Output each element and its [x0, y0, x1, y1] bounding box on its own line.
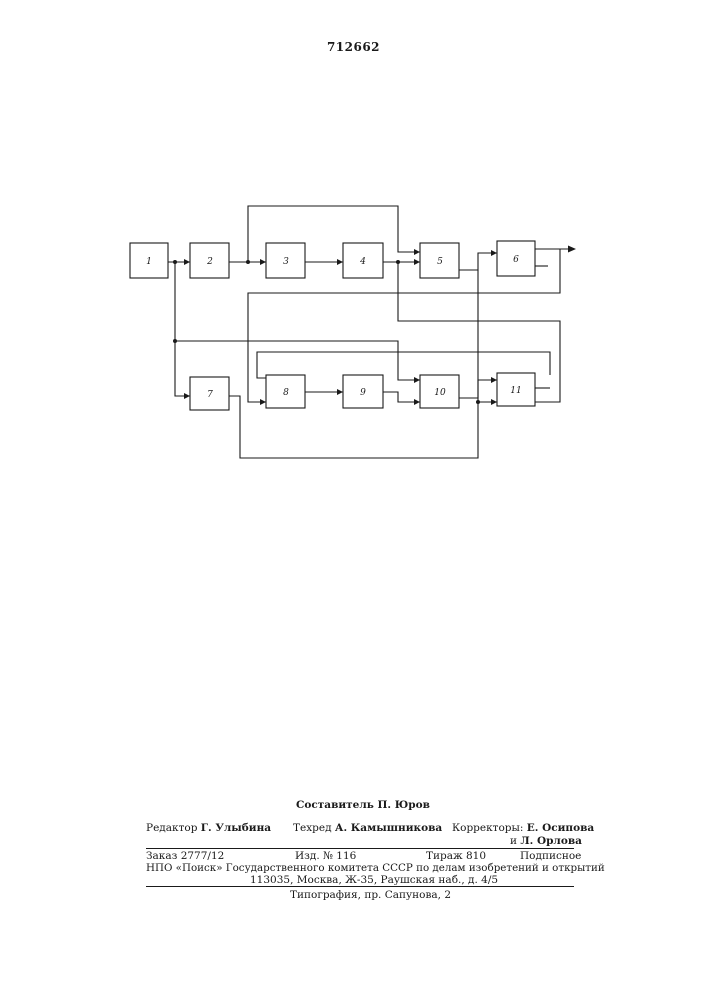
- edition-number: Изд. № 116: [295, 850, 356, 862]
- svg-text:11: 11: [510, 386, 521, 396]
- block-diagram: 1 2 3 4 5 6 7 8 9 10 11: [0, 0, 707, 520]
- svg-text:5: 5: [437, 257, 443, 267]
- techred-name: А. Камышникова: [335, 822, 442, 834]
- order-number: Заказ 2777/12: [146, 850, 224, 862]
- editor-line: Редактор Г. Улыбина: [146, 822, 271, 834]
- correctors-label: Корректоры:: [452, 822, 523, 834]
- svg-text:2: 2: [206, 257, 213, 267]
- svg-text:3: 3: [283, 257, 289, 267]
- block-1: 1: [130, 243, 168, 278]
- techred-label: Техред: [293, 822, 332, 834]
- svg-text:7: 7: [207, 390, 213, 400]
- compiler-line: Составитель П. Юров: [296, 799, 430, 811]
- correctors-line: Корректоры: Е. Осипова: [452, 822, 594, 834]
- svg-text:1: 1: [146, 257, 152, 267]
- block-5: 5: [420, 243, 459, 278]
- block-7: 7: [190, 377, 229, 410]
- printer-line: Типография, пр. Сапунова, 2: [290, 889, 451, 901]
- editor-name: Г. Улыбина: [201, 822, 271, 834]
- block-6: 6: [497, 241, 535, 276]
- svg-text:8: 8: [283, 388, 289, 398]
- techred-line: Техред А. Камышникова: [293, 822, 442, 834]
- block-2: 2: [190, 243, 229, 278]
- block-9: 9: [343, 375, 383, 408]
- corrector-1: Е. Осипова: [527, 822, 594, 834]
- circulation: Тираж 810: [426, 850, 486, 862]
- block-3: 3: [266, 243, 305, 278]
- organization-line: НПО «Поиск» Государственного комитета СС…: [146, 862, 605, 874]
- svg-text:10: 10: [434, 388, 446, 398]
- subscription: Подписное: [520, 850, 581, 862]
- corrector-2: Л. Орлова: [520, 835, 582, 847]
- block-4: 4: [343, 243, 383, 278]
- block-8: 8: [266, 375, 305, 408]
- svg-text:4: 4: [359, 257, 366, 267]
- editor-label: Редактор: [146, 822, 197, 834]
- divider-top: [146, 848, 574, 849]
- svg-text:6: 6: [513, 255, 519, 265]
- address-line: 113035, Москва, Ж-35, Раушская наб., д. …: [250, 874, 498, 886]
- divider-bottom: [146, 886, 574, 887]
- corrector-2-line: и Л. Орлова: [510, 835, 582, 847]
- block-10: 10: [420, 375, 459, 408]
- corrector-2-prefix: и: [510, 835, 517, 847]
- svg-text:9: 9: [360, 388, 366, 398]
- block-11: 11: [497, 373, 535, 406]
